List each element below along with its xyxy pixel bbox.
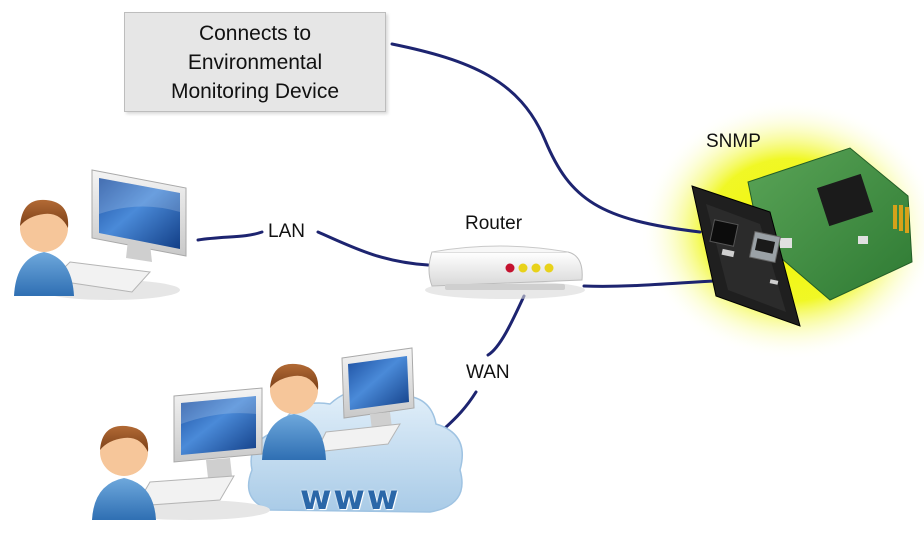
router-label: Router xyxy=(465,213,523,234)
wan-cable-top xyxy=(486,294,526,357)
lan-cable-right xyxy=(316,230,430,267)
snmp-label: SNMP xyxy=(706,131,761,152)
env-box-line-3: Monitoring Device xyxy=(170,79,340,103)
env-box-line-1: Connects to xyxy=(198,21,312,45)
snmp-card-icon xyxy=(691,147,913,327)
lan-cable-left xyxy=(196,230,264,242)
environmental-monitoring-box: Connects to Environmental Monitoring Dev… xyxy=(124,12,386,112)
www-label: www xyxy=(300,478,401,518)
lan-computer-icon xyxy=(14,169,187,300)
wan-cable-bottom xyxy=(443,390,478,430)
lan-label: LAN xyxy=(268,221,305,242)
wan-label: WAN xyxy=(466,362,510,383)
remote-computer-icon-2 xyxy=(262,347,415,460)
env-box-line-2: Environmental xyxy=(187,50,323,74)
env-cable xyxy=(390,42,702,234)
remote-computer-icon-1 xyxy=(92,387,270,520)
router-icon xyxy=(425,245,585,299)
